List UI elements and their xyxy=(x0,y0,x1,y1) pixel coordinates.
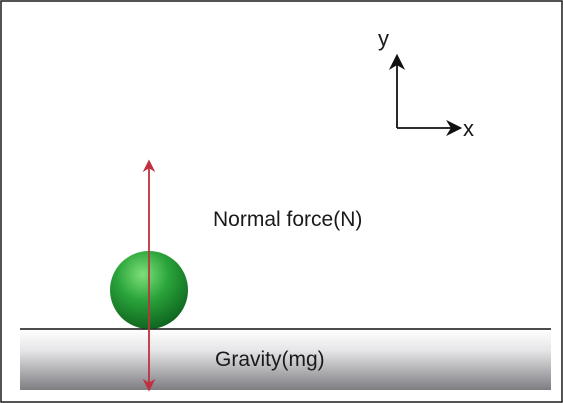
x-axis-label: x xyxy=(463,116,474,141)
ground xyxy=(20,329,551,390)
normal-force-label: Normal force(N) xyxy=(213,208,362,231)
gravity-label: Gravity(mg) xyxy=(215,348,325,371)
y-axis-label: y xyxy=(378,26,389,51)
